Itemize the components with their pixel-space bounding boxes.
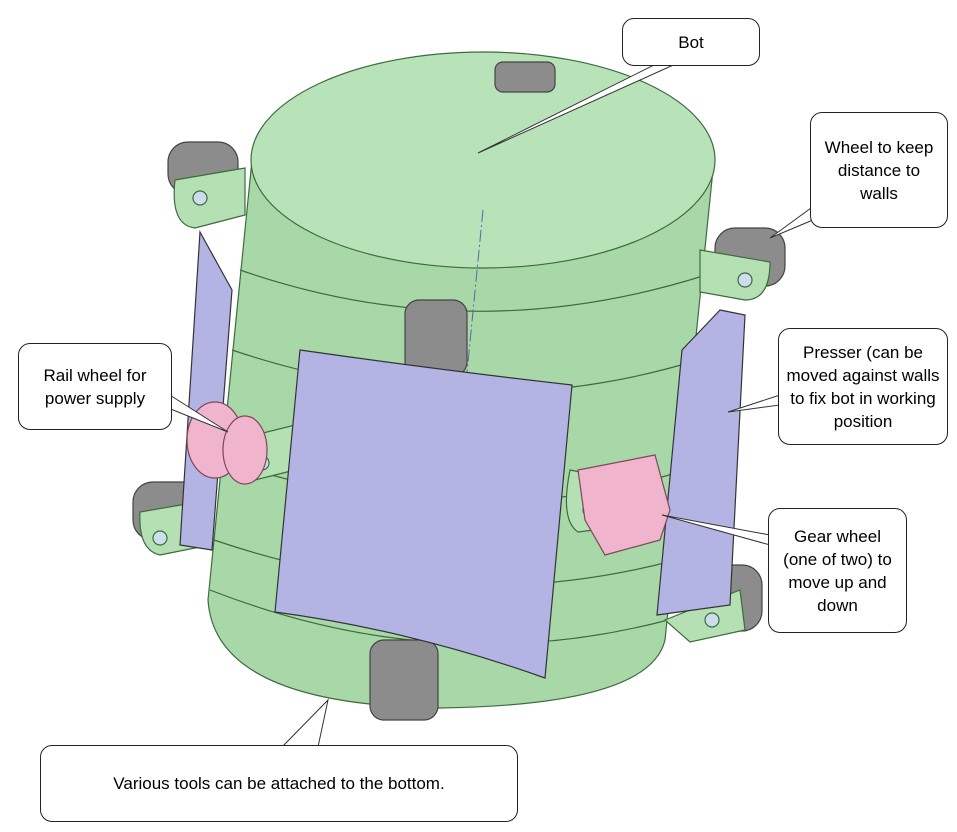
callout-rail-wheel: Rail wheel for power supply: [18, 343, 172, 430]
callout-gear: Gear wheel (one of two) to move up and d…: [768, 508, 907, 633]
top-lid: [250, 51, 716, 269]
right-presser: [656, 309, 746, 616]
callout-wheel: Wheel to keep distance to walls: [810, 112, 948, 228]
front-presser: [274, 349, 573, 679]
callout-tools: Various tools can be attached to the bot…: [40, 745, 518, 822]
gear-wheel: [577, 454, 671, 556]
callout-bot: Bot: [622, 18, 760, 66]
wheel-top: [494, 61, 556, 93]
callout-presser: Presser (can be moved against walls to f…: [778, 328, 948, 445]
wheel-front-lower: [369, 639, 439, 721]
wheel-front-upper: [404, 299, 468, 377]
band-line: [239, 269, 707, 312]
